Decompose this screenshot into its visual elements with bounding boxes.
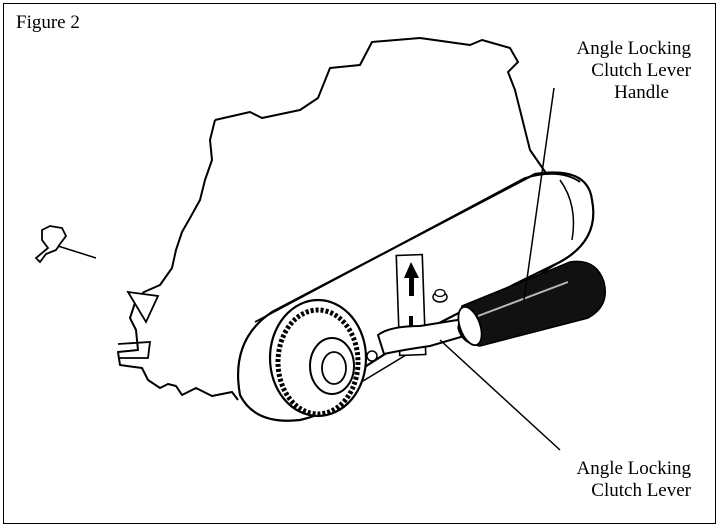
label-lever-line-2: Clutch Lever: [591, 480, 691, 501]
label-handle-line-2: Clutch Lever: [591, 60, 691, 81]
left-knob-arm: [57, 245, 97, 259]
machine-body-outline: [117, 37, 549, 401]
label-clutch-lever: Angle Locking Clutch Lever: [491, 458, 691, 502]
label-lever-line-1: Angle Locking: [576, 458, 691, 479]
left-tab: [126, 290, 160, 324]
up-arrow-icon: [404, 262, 419, 296]
left-knob: [34, 225, 68, 264]
lever-leader-line: [439, 339, 561, 451]
label-handle-line-1: Angle Locking: [576, 38, 691, 59]
grip-highlight: [477, 281, 569, 317]
hub-inner: [321, 351, 347, 385]
housing-top-edge: [254, 172, 581, 323]
lever-handle-grip: [457, 260, 606, 347]
housing-inner-curve: [559, 179, 575, 241]
label-clutch-lever-handle: Angle Locking Clutch Lever Handle: [491, 38, 691, 104]
label-handle-line-3: Handle: [614, 82, 669, 103]
housing-pin: [366, 350, 378, 362]
grip-collar: [457, 305, 483, 347]
figure-title: Figure 2: [16, 12, 80, 33]
left-slot: [117, 341, 152, 359]
bolt-top: [434, 288, 446, 298]
handle-leader-line: [523, 87, 555, 301]
figure-frame: [3, 3, 716, 524]
